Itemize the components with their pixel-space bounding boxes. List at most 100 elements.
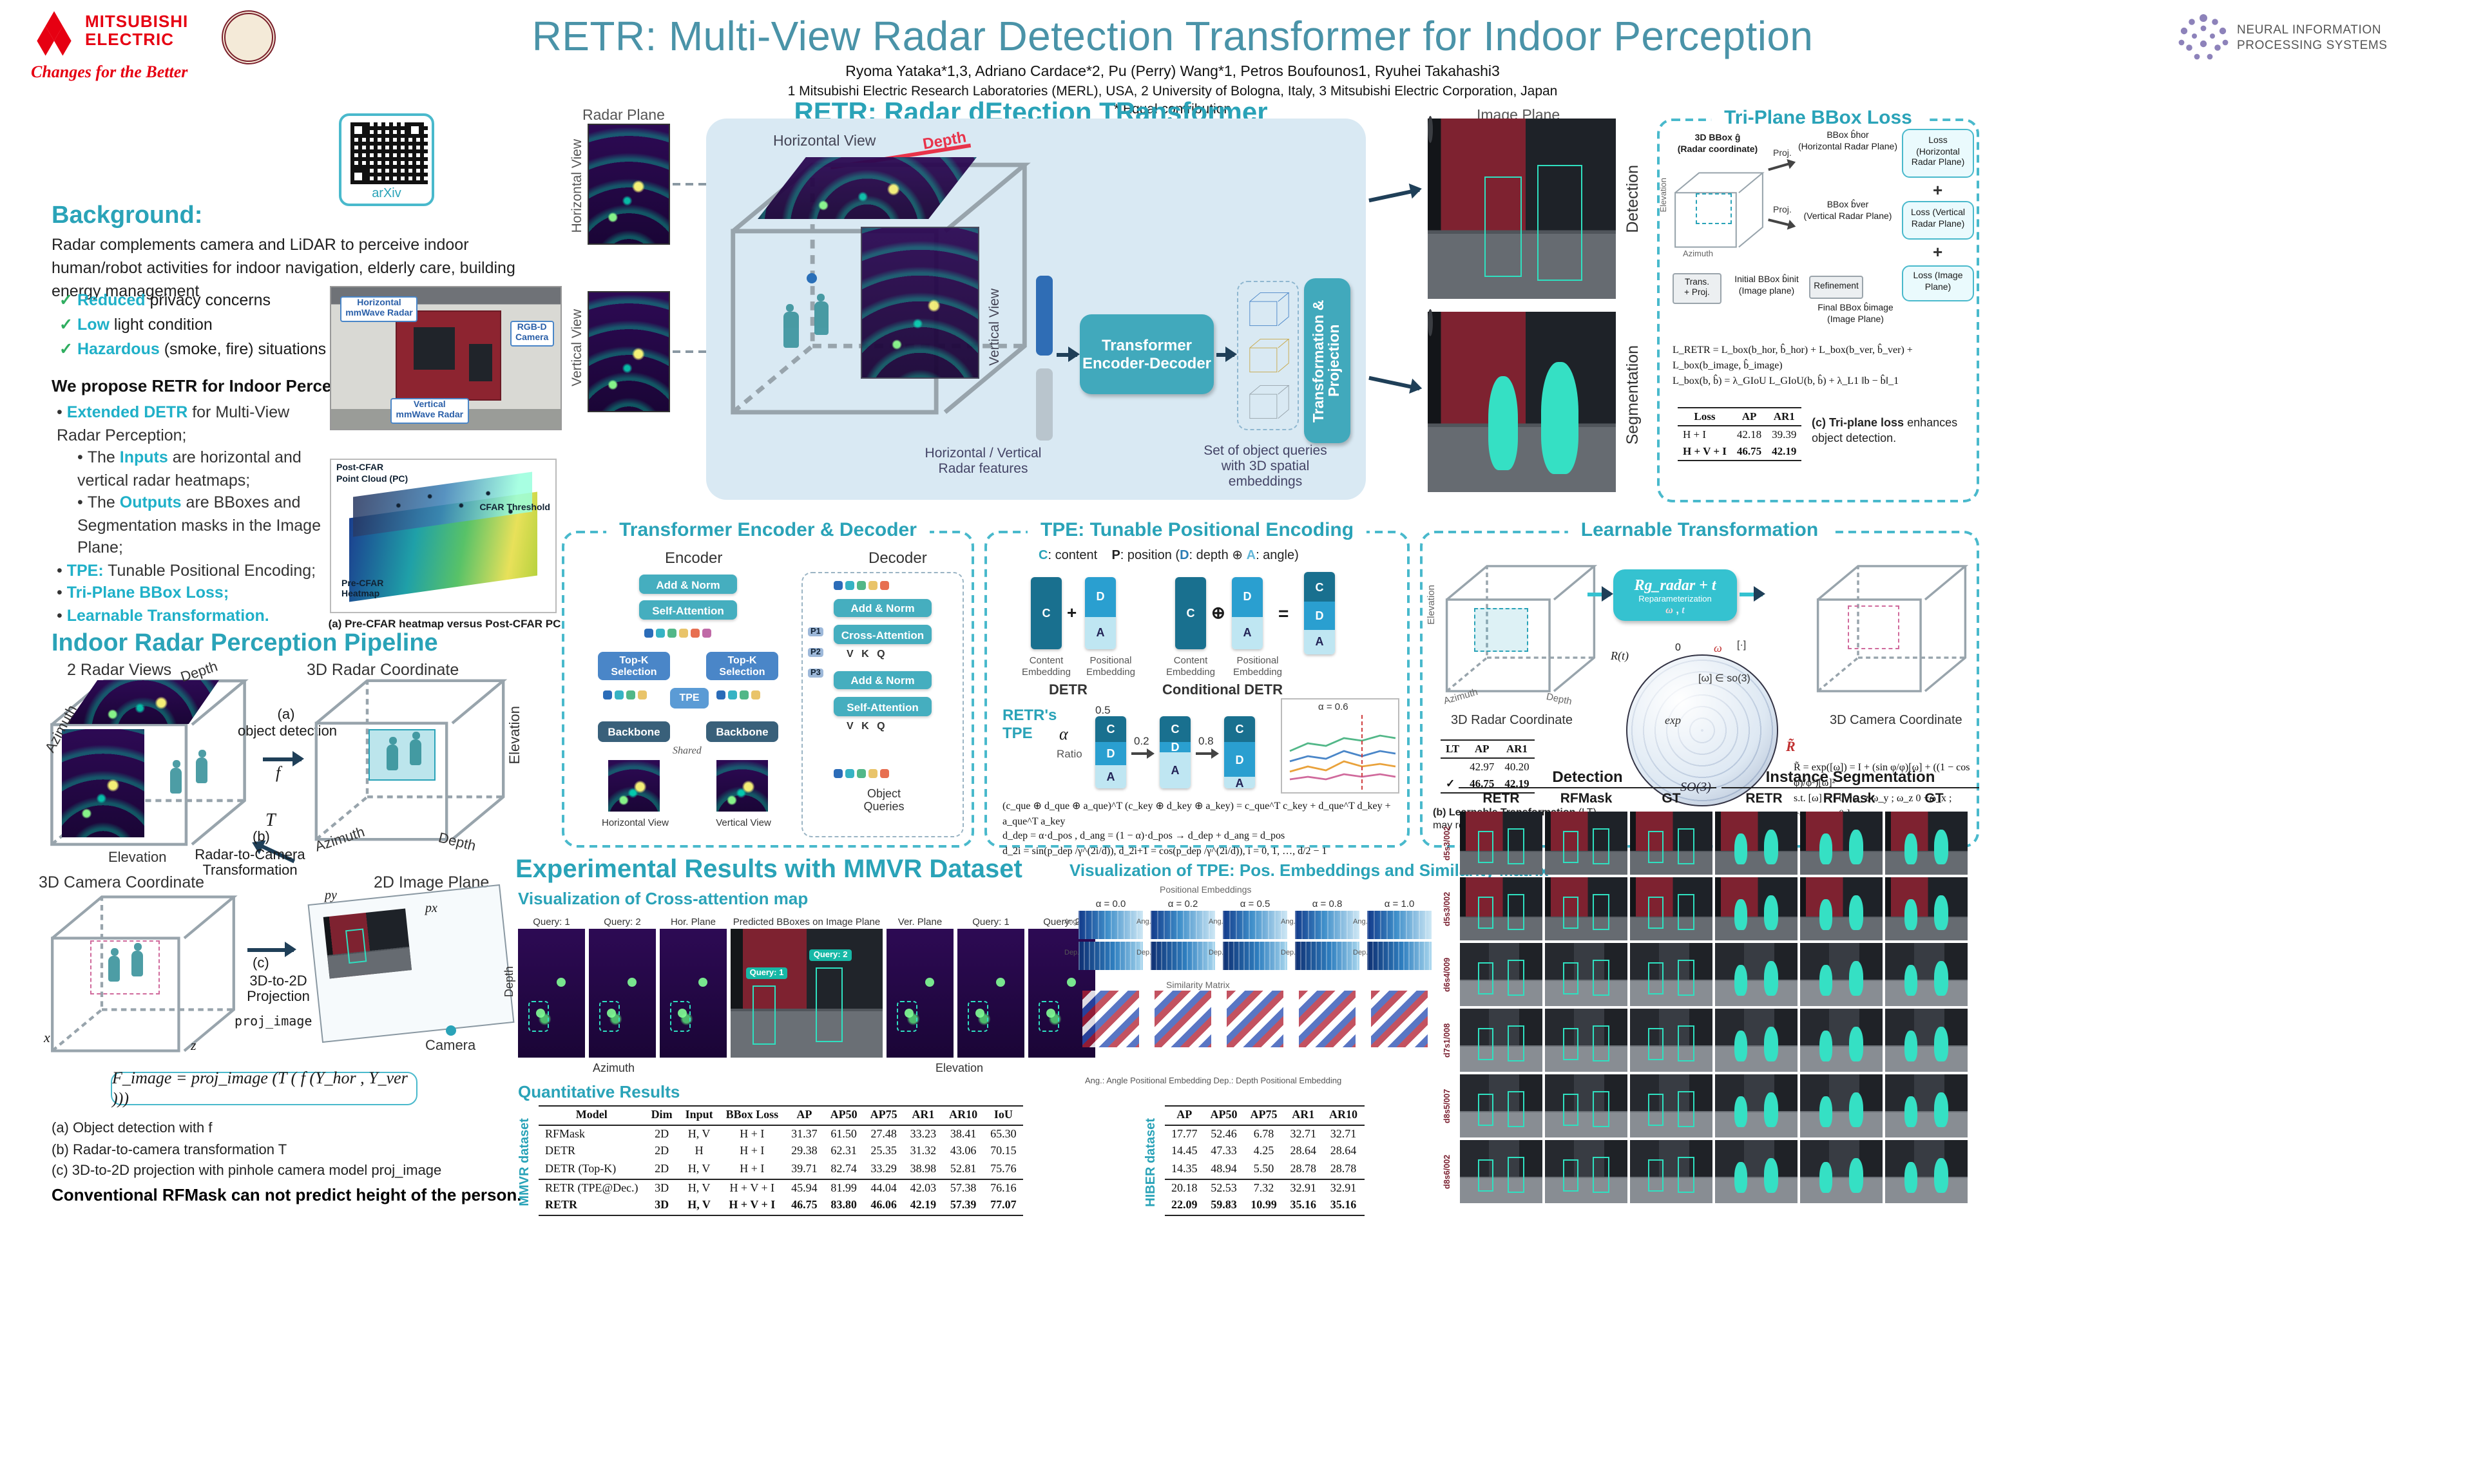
arrow-to-segmentation <box>1368 376 1420 391</box>
axis-azimuth: Azimuth <box>593 1061 635 1074</box>
segmentation-mask <box>1934 829 1949 865</box>
arrow-features-to-encoder <box>1057 347 1080 362</box>
trans-proj-box: Trans. + Proj. <box>1673 273 1721 304</box>
table-cell: 4.25 <box>1253 1144 1274 1157</box>
dartboard-decor <box>1428 309 1433 336</box>
column-header: AP <box>1731 406 1767 427</box>
table-cell: 44.04 <box>863 1178 904 1197</box>
table-cell: DETR (Top-K) <box>545 1162 617 1175</box>
depth-embedding-map: Dep. <box>1281 942 1359 970</box>
triplane-panel: Tri-Plane BBox Loss 3D BBox ĝ (Radar coo… <box>1657 107 1979 502</box>
panel-label-horizontal-view: Horizontal View <box>773 134 876 149</box>
detection-bbox <box>1648 1093 1664 1127</box>
legend-a: A <box>1246 549 1256 563</box>
detection-result-image <box>1460 812 1542 875</box>
learnable-transformation-panel: Learnable Transformation Elevation Azimu… <box>1420 519 1979 848</box>
segmentation-mask <box>1849 1026 1864 1062</box>
detection-result-image <box>1460 943 1542 1006</box>
label-horizontal-view: Horizontal View <box>570 139 585 233</box>
detection-bbox <box>1648 830 1664 864</box>
transformation-projection-block: Transformation & Projection <box>1312 299 1343 423</box>
table-cell: 32.71 <box>1330 1127 1357 1140</box>
arrow-to-transform <box>1587 586 1613 602</box>
axis-depth: Depth <box>503 966 515 998</box>
attention-heatmap <box>887 929 954 1058</box>
step-c-tag: (c) <box>253 956 269 971</box>
table-cell: 40.20 <box>1504 760 1529 774</box>
encoder-vertical-input <box>716 760 768 812</box>
column-header: AP50 <box>823 1105 864 1126</box>
features-caption: Horizontal / Vertical Radar features <box>925 446 1042 477</box>
segmentation-mask <box>1819 1030 1832 1062</box>
table-cell: 2D <box>655 1162 669 1175</box>
legend-c: C <box>1039 549 1048 563</box>
similarity-matrix-map <box>1082 991 1139 1047</box>
similarity-matrix-map <box>1299 991 1356 1047</box>
tpe-formula-3: d_2i = sin(p_dep /γ^(2i/d)), d_2i+1 = co… <box>1002 844 1327 857</box>
so-algebra-note: [ω] ∈ so(3) <box>1698 672 1750 684</box>
content-embedding-label: Content Embedding <box>1022 654 1071 678</box>
attention-peak <box>698 978 708 987</box>
label-bbox-ver: BBox b̂ver (Vertical Radar Plane) <box>1803 201 1892 222</box>
note-c: (c) 3D-to-2D projection with pinhole cam… <box>52 1163 442 1179</box>
table-cell: 39.39 <box>1772 428 1797 441</box>
detection-bbox <box>1478 830 1493 864</box>
post-cfar-point-cloud <box>331 460 555 612</box>
detection-bbox <box>1678 1090 1694 1128</box>
detection-column-group-header: Detection <box>1459 768 1716 788</box>
axis-elevation: Elevation <box>935 1061 984 1074</box>
similarity-matrix-map <box>1227 991 1283 1047</box>
column-header: AP <box>1464 739 1500 759</box>
segmentation-result-image <box>1885 943 1968 1006</box>
device-board <box>468 344 492 381</box>
3d-bbox <box>369 729 436 781</box>
segmentation-result-image <box>1885 1074 1968 1137</box>
rfmask-warning: Conventional RFMask can not predict heig… <box>52 1185 522 1204</box>
dep-label: Dep. <box>1209 949 1224 957</box>
panel-label: Query: 1 <box>533 915 570 928</box>
decoder-output-tokens <box>834 581 889 590</box>
detection-bbox <box>1537 165 1582 281</box>
table-cell: H + V + I <box>719 1197 785 1217</box>
panel-label: Ver. Plane <box>897 915 943 928</box>
detection-bbox <box>1563 1159 1578 1192</box>
detection-bbox <box>1508 828 1524 865</box>
check-icon: ✓ <box>59 291 73 309</box>
column-header-retr: RETR <box>1482 791 1520 806</box>
similarity-matrix-map <box>1371 991 1428 1047</box>
ang-label: Ang. <box>1064 918 1079 926</box>
person-silhouette <box>814 294 829 335</box>
horizontal-feature-bar <box>1036 276 1053 356</box>
rtilde-label: R̃ <box>1786 739 1796 755</box>
encoder-decoder-title: Transformer Encoder & Decoder <box>606 519 930 541</box>
table-cell: 43.06 <box>950 1144 977 1157</box>
note-b: (b) Radar-to-camera transformation T <box>52 1142 287 1157</box>
detection-result-image <box>1630 1074 1712 1137</box>
table-cell: 77.07 <box>984 1197 1023 1217</box>
triplane-bbox <box>1696 193 1732 224</box>
brand-name-line1: MITSUBISHI <box>85 12 189 31</box>
t-symbol: t <box>1682 604 1685 615</box>
sequence-label: d8s5/007 <box>1443 1089 1452 1123</box>
positional-chip: P1 <box>808 627 823 636</box>
segmentation-result-image <box>1800 812 1883 875</box>
exp-map-formula: R̃ = exp([ω]) = I + (sin φ/φ)[ω] + ((1 −… <box>1794 761 1970 788</box>
detection-bbox <box>1648 962 1664 995</box>
bullet-text: for Multi-View Radar Perception; <box>57 403 290 444</box>
detection-bbox <box>1508 1025 1524 1062</box>
segmentation-mask <box>1934 1157 1949 1194</box>
projected-bbox <box>345 928 367 964</box>
depth-block: D <box>1232 577 1263 617</box>
ang-label: Ang. <box>1281 918 1296 926</box>
sequence-label: d8s6/002 <box>1443 1154 1452 1189</box>
table-cell: 76.16 <box>984 1178 1023 1197</box>
panel-label-vertical-view: Vertical View <box>987 289 1002 366</box>
arrow-projection <box>247 942 296 957</box>
segmentation-result-image <box>1800 1074 1883 1137</box>
token-row <box>644 629 711 638</box>
note-a: (a) Object detection with f <box>52 1121 213 1136</box>
table-cell: 32.91 <box>1323 1178 1364 1197</box>
